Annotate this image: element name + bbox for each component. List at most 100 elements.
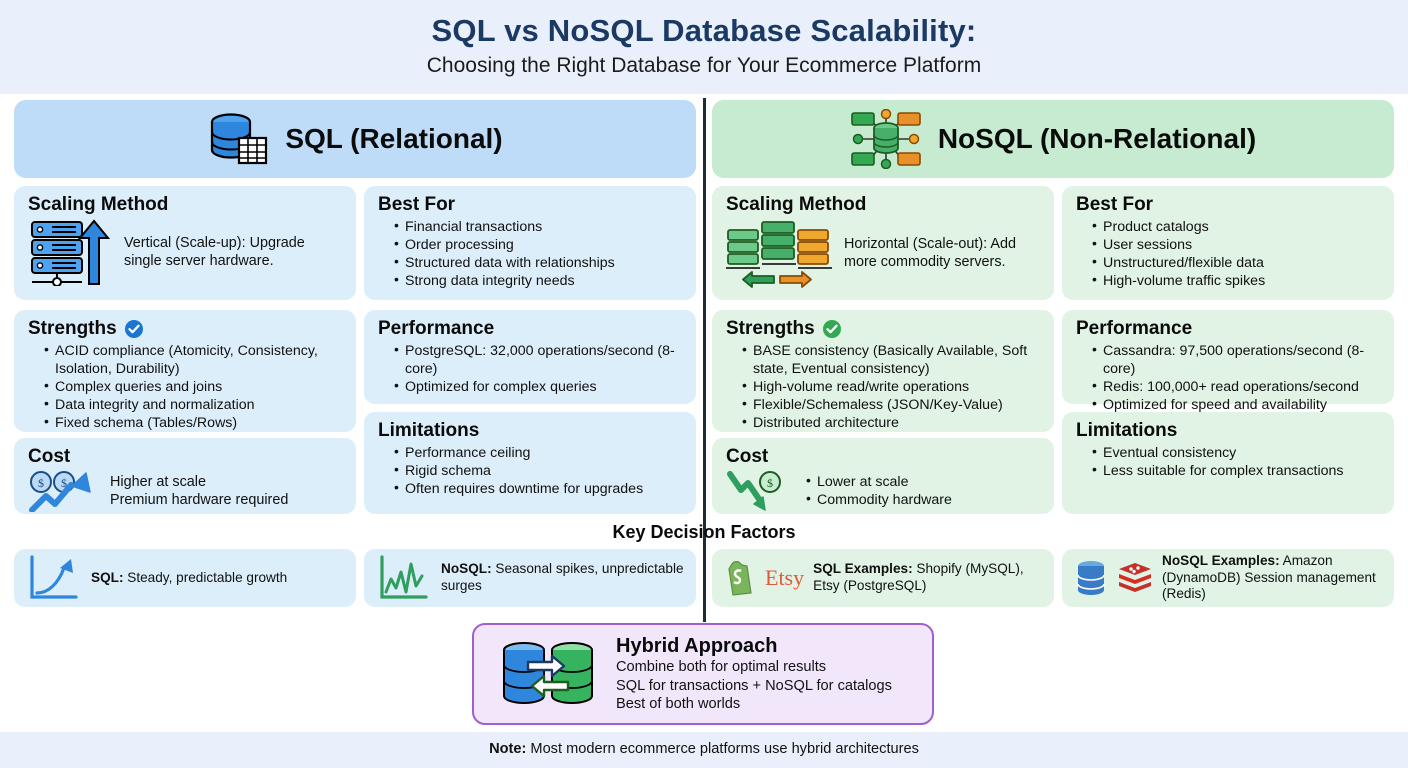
list-item: PostgreSQL: 32,000 operations/second (8-… <box>394 341 684 378</box>
list-item: Fixed schema (Tables/Rows) <box>44 413 344 432</box>
sql-limitations-title: Limitations <box>378 420 480 441</box>
sql-scaling-method-panel: Scaling Method <box>14 186 356 300</box>
svg-text:$: $ <box>38 476 44 490</box>
key-factor-card-nosql-spikes: NoSQL: Seasonal spikes, unpredictable su… <box>364 549 696 607</box>
key-factor-card-sql-examples: Etsy SQL Examples: Shopify (MySQL), Etsy… <box>712 549 1054 607</box>
list-item: Eventual consistency <box>1092 443 1382 462</box>
list-item: Redis: 100,000+ read operations/second <box>1092 377 1382 396</box>
list-item: Distributed architecture <box>742 413 1042 432</box>
key-factor-card-sql-growth: SQL: Steady, predictable growth <box>14 549 356 607</box>
nosql-scaling-method-panel: Scaling Method <box>712 186 1054 300</box>
page-title: SQL vs NoSQL Database Scalability: <box>431 13 977 48</box>
list-item: Optimized for complex queries <box>394 377 684 396</box>
list-item: Performance ceiling <box>394 443 684 462</box>
list-item: Financial transactions <box>394 217 684 236</box>
list-item: User sessions <box>1092 235 1382 254</box>
list-item: BASE consistency (Basically Available, S… <box>742 341 1042 378</box>
sql-performance-panel: Performance PostgreSQL: 32,000 operation… <box>364 310 696 404</box>
comparison-board: SQL (Relational) Scaling Method <box>0 94 1408 732</box>
volatile-line-chart-icon <box>376 554 432 602</box>
list-item: Complex queries and joins <box>44 377 344 396</box>
check-circle-icon <box>124 319 144 339</box>
sql-cost-lines: Higher at scale Premium hardware require… <box>110 473 289 508</box>
list-item: High-volume read/write operations <box>742 377 1042 396</box>
hybrid-line-1: Combine both for optimal results <box>616 659 827 676</box>
footer-note-text: Most modern ecommerce platforms use hybr… <box>526 741 919 757</box>
key-factor-card-nosql-examples: NoSQL Examples: Amazon (DynamoDB) Sessio… <box>1062 549 1394 607</box>
sql-best-for-list: Financial transactions Order processing … <box>378 217 684 290</box>
sql-column-title: SQL (Relational) <box>285 123 503 154</box>
list-item: Structured data with relationships <box>394 253 684 272</box>
nosql-distributed-icon <box>850 109 922 169</box>
hybrid-text-block: Hybrid Approach Combine both for optimal… <box>616 634 892 713</box>
list-item: Commodity hardware <box>806 490 952 509</box>
nosql-best-for-title: Best For <box>1076 194 1154 215</box>
nosql-column-header: NoSQL (Non-Relational) <box>712 100 1394 178</box>
redis-logo-icon <box>1117 561 1153 595</box>
sql-performance-title: Performance <box>378 318 495 339</box>
nosql-cost-panel: Cost $ Lower at scale Commodity hardware <box>712 438 1054 514</box>
page-footer: Note: Most modern ecommerce platforms us… <box>0 732 1408 768</box>
nosql-column-title: NoSQL (Non-Relational) <box>937 123 1257 154</box>
nosql-limitations-panel: Limitations Eventual consistency Less su… <box>1062 412 1394 514</box>
horizontal-scaling-icon <box>726 218 834 288</box>
key-factor-text: NoSQL: Seasonal spikes, unpredictable su… <box>441 561 684 593</box>
nosql-strengths-list: BASE consistency (Basically Available, S… <box>726 341 1042 432</box>
list-item: Order processing <box>394 235 684 254</box>
list-item: Rigid schema <box>394 461 684 480</box>
sql-database-icon <box>207 112 269 166</box>
nosql-performance-title: Performance <box>1076 318 1193 339</box>
list-item: Data integrity and normalization <box>44 395 344 414</box>
nosql-strengths-title: Strengths <box>726 318 1042 340</box>
sql-performance-list: PostgreSQL: 32,000 operations/second (8-… <box>378 341 684 396</box>
sql-strengths-panel: Strengths ACID compliance (Atomicity, Co… <box>14 310 356 432</box>
nosql-performance-panel: Performance Cassandra: 97,500 operations… <box>1062 310 1394 413</box>
sql-strengths-title: Strengths <box>28 318 344 340</box>
list-item: Often requires downtime for upgrades <box>394 479 684 498</box>
sql-limitations-list: Performance ceiling Rigid schema Often r… <box>378 443 684 498</box>
sql-column-header: SQL (Relational) <box>14 100 696 178</box>
sql-cost-title: Cost <box>28 446 71 467</box>
key-factor-text: SQL: Steady, predictable growth <box>91 569 288 585</box>
sql-best-for-panel: Best For Financial transactions Order pr… <box>364 186 696 300</box>
footer-note-label: Note: <box>489 741 527 757</box>
nosql-cost-title: Cost <box>726 446 769 467</box>
nosql-cost-list: Lower at scale Commodity hardware <box>802 472 952 509</box>
sql-limitations-panel: Limitations Performance ceiling Rigid sc… <box>364 412 696 514</box>
sql-cost-panel: Cost $ $ Higher at scale Premium hardwar… <box>14 438 356 514</box>
sql-best-for-title: Best For <box>378 194 456 215</box>
nosql-best-for-list: Product catalogs User sessions Unstructu… <box>1076 217 1382 290</box>
nosql-strengths-panel: Strengths BASE consistency (Basically Av… <box>712 310 1054 432</box>
hybrid-approach-box: Hybrid Approach Combine both for optimal… <box>472 623 934 725</box>
list-item: Flexible/Schemaless (JSON/Key-Value) <box>742 395 1042 414</box>
list-item: Optimized for speed and availability <box>1092 395 1382 414</box>
shopify-logo-icon <box>724 559 756 597</box>
list-item: High-volume traffic spikes <box>1092 271 1382 290</box>
list-item: Strong data integrity needs <box>394 271 684 290</box>
list-item: ACID compliance (Atomicity, Consistency,… <box>44 341 344 378</box>
hybrid-databases-icon <box>496 636 600 712</box>
svg-text:$: $ <box>767 476 773 490</box>
page-header: SQL vs NoSQL Database Scalability: Choos… <box>0 0 1408 94</box>
nosql-best-for-panel: Best For Product catalogs User sessions … <box>1062 186 1394 300</box>
hybrid-title: Hybrid Approach <box>616 635 778 658</box>
nosql-scaling-title: Scaling Method <box>726 194 867 215</box>
list-item: Unstructured/flexible data <box>1092 253 1382 272</box>
upward-trend-chart-icon <box>26 554 82 602</box>
svg-text:$: $ <box>61 476 67 490</box>
nosql-limitations-list: Eventual consistency Less suitable for c… <box>1076 443 1382 480</box>
list-item: Product catalogs <box>1092 217 1382 236</box>
hybrid-line-2: SQL for transactions + NoSQL for catalog… <box>616 677 892 694</box>
footer-note: Note: Most modern ecommerce platforms us… <box>0 732 1408 757</box>
nosql-scaling-text: Horizontal (Scale-out): Add more commodi… <box>844 235 1016 270</box>
nosql-limitations-title: Limitations <box>1076 420 1178 441</box>
list-item: Less suitable for complex transactions <box>1092 461 1382 480</box>
list-item: Cassandra: 97,500 operations/second (8-c… <box>1092 341 1382 378</box>
dynamodb-logo-icon <box>1074 559 1108 597</box>
cost-increasing-icon: $ $ <box>28 470 100 512</box>
vertical-scaling-icon <box>28 218 114 286</box>
key-factor-text: NoSQL Examples: Amazon (DynamoDB) Sessio… <box>1162 552 1376 602</box>
hybrid-line-3: Best of both worlds <box>616 696 741 713</box>
key-factor-text: SQL Examples: Shopify (MySQL), Etsy (Pos… <box>813 561 1024 593</box>
